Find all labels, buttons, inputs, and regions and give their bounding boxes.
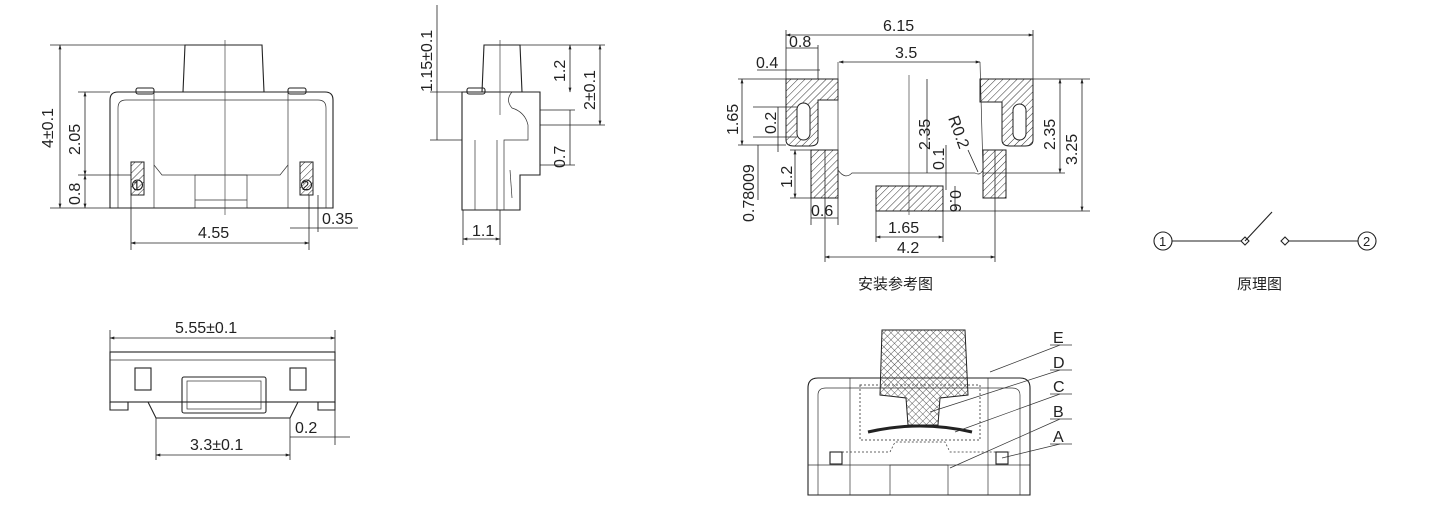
- dim-overall-width: 6.15: [883, 18, 914, 35]
- pad-bottom-right: [982, 149, 1007, 199]
- dim-height-total: 4±0.1: [40, 108, 57, 148]
- dim-total-height: 3.25: [1064, 134, 1081, 165]
- pin-2-circle: [1357, 231, 1377, 251]
- housing: [461, 91, 541, 211]
- label-c: C: [1053, 379, 1065, 396]
- front-view: 1 2 4±0.1 2.05 0.8 4.55 0.35: [40, 40, 358, 250]
- land-pattern: 6.15 3.5 0.8 0.4 1.65 0.2 0.78009 1.2 0.…: [725, 18, 1090, 293]
- dim-gap: 0.1: [931, 148, 948, 170]
- actuator: [879, 329, 969, 426]
- dim-pad-height: 1.65: [725, 104, 742, 135]
- dim-radius: R0.2: [944, 114, 972, 152]
- label-b: B: [1053, 404, 1064, 421]
- dim-lower-pad-height: 1.2: [779, 166, 796, 188]
- pad-center: [875, 185, 944, 212]
- dim-foot: 0.2: [295, 420, 317, 437]
- actuator: [481, 44, 523, 93]
- dim-offset: 0.78009: [741, 164, 758, 222]
- dim-center-width: 3.5: [895, 45, 917, 62]
- schematic: 1 2 原理图: [1153, 211, 1377, 293]
- bottom-view: 5.55±0.1 3.3±0.1 0.2: [109, 320, 350, 460]
- schematic-pin-2: 2: [1363, 234, 1370, 249]
- dim-slot-width: 0.4: [756, 55, 778, 72]
- dim-terminal-height: 0.8: [67, 183, 84, 205]
- dim-height-left: 2.35: [917, 119, 934, 150]
- dim-inner-width: 3.3±0.1: [190, 437, 243, 454]
- dim-terminal-width: 0.35: [322, 211, 353, 228]
- pin-1-label: 1: [133, 178, 140, 193]
- pad-bottom-left: [810, 149, 839, 199]
- pin-2-label: 2: [302, 178, 309, 193]
- dim-slot-pad-width: 0.8: [789, 34, 811, 51]
- housing: [109, 351, 336, 403]
- dim-body-height: 2.05: [67, 124, 84, 155]
- dim-slot-gap: 0.2: [763, 112, 780, 134]
- label-a: A: [1053, 429, 1064, 446]
- land-pattern-caption: 安装参考图: [858, 275, 933, 293]
- label-e: E: [1053, 330, 1064, 347]
- housing: [109, 91, 334, 209]
- housing: [807, 377, 1031, 496]
- dim-center-pad-width: 1.65: [888, 220, 919, 237]
- dim-height-right: 2.35: [1042, 119, 1059, 150]
- schematic-caption: 原理图: [1237, 275, 1282, 293]
- terminal-2: [299, 161, 314, 196]
- schematic-pin-1: 1: [1159, 234, 1166, 249]
- dim-lower-pad-width: 0.6: [811, 203, 833, 220]
- terminal-1: [130, 161, 145, 196]
- dim-notch: 0.7: [552, 146, 569, 168]
- contact: [1240, 236, 1250, 246]
- pad-top-left: [785, 78, 839, 147]
- dim-length: 5.55±0.1: [175, 320, 237, 337]
- dim-actuator-height: 1.2: [552, 60, 569, 82]
- dim-outer-width: 4.2: [897, 240, 919, 257]
- actuator: [182, 44, 265, 93]
- dim-depth: 1.1: [472, 223, 494, 240]
- contact: [1280, 236, 1290, 246]
- dim-actuator-travel: 1.15±0.1: [419, 30, 436, 92]
- dim-center-pad-height: 0.6: [946, 190, 963, 212]
- cross-section: E D C B A: [807, 329, 1072, 496]
- label-d: D: [1053, 355, 1065, 372]
- dome: [867, 424, 973, 434]
- dim-top-to-notch: 2±0.1: [582, 70, 599, 110]
- dim-pitch: 4.55: [198, 225, 229, 242]
- side-view: 1.15±0.1 1.2 2±0.1 0.7 1.1: [419, 5, 605, 245]
- switch-lever: [1244, 211, 1273, 242]
